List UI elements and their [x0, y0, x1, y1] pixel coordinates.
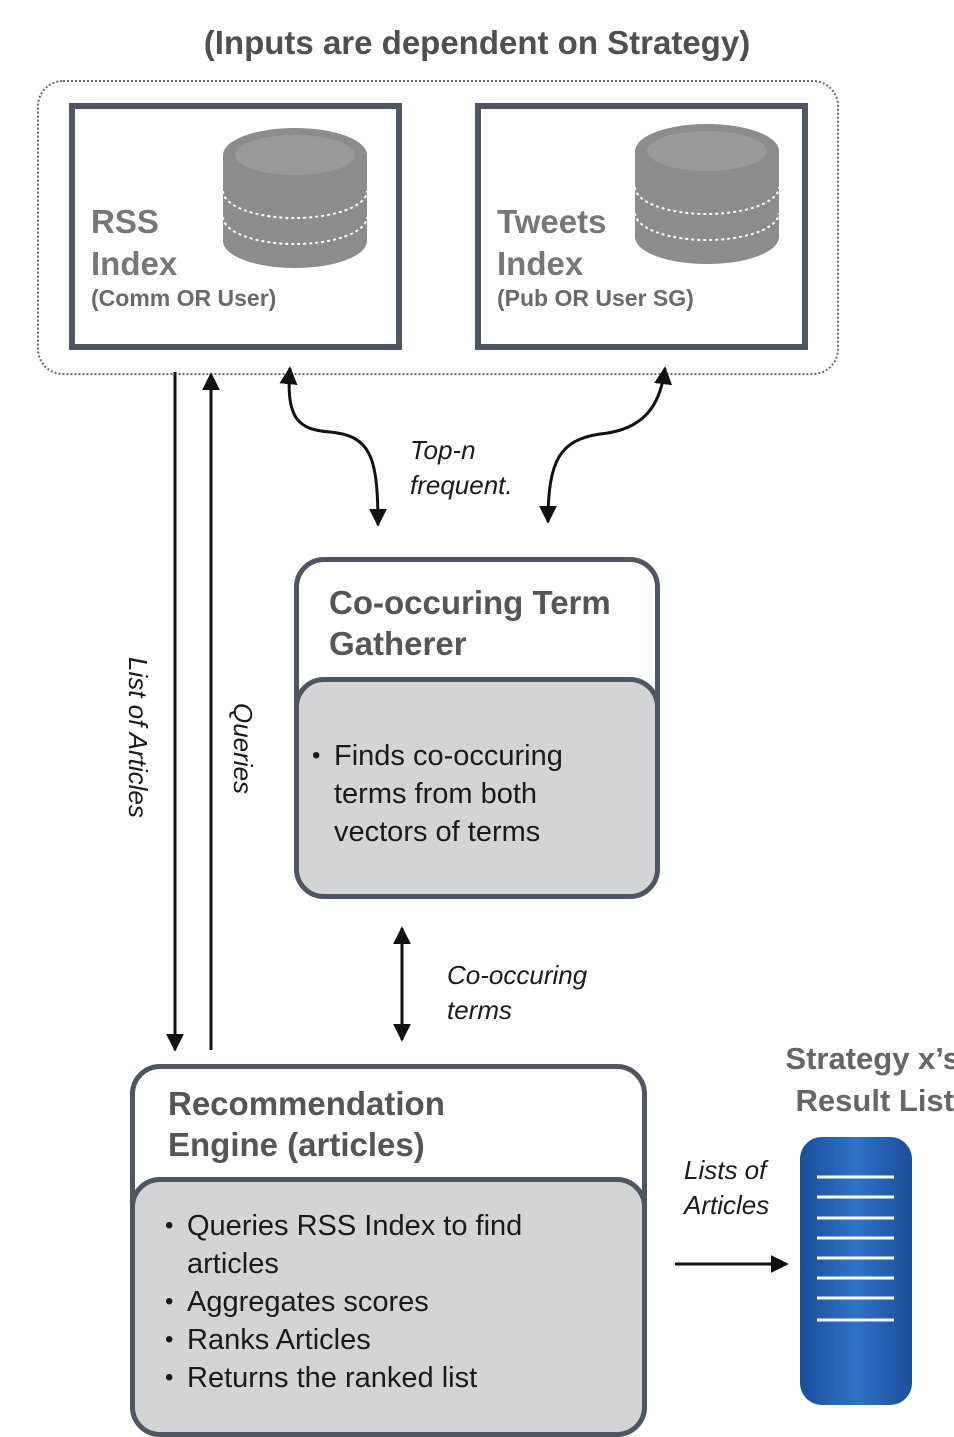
inputs-header: (Inputs are dependent on Strategy) — [203, 24, 751, 61]
result-title-line1: Strategy x’s — [785, 1041, 954, 1076]
rss-index-subtitle: (Comm OR User) — [91, 285, 277, 311]
term-gatherer-details: Finds co-occuring terms from both vector… — [294, 677, 660, 899]
result-title-line2: Result List — [795, 1083, 954, 1118]
engine-title-line1: Recommendation — [168, 1085, 445, 1122]
term-gatherer-box: Co-occuring Term Gatherer Finds co-occur… — [294, 557, 660, 899]
inputs-group-frame — [37, 80, 839, 375]
tweets-index-subtitle: (Pub OR User SG) — [497, 285, 694, 311]
tweets-index-title-line2: Index — [497, 245, 584, 282]
co-occuring-label-line1: Co-occuring — [447, 960, 588, 990]
lists-of-label-line2: Articles — [684, 1190, 770, 1220]
recommendation-engine-box: Recommendation Engine (articles) Queries… — [130, 1064, 647, 1437]
lists-of-articles-label: Lists of Articles — [684, 1153, 769, 1223]
queries-label: Queries — [228, 703, 258, 795]
co-occuring-terms-label: Co-occuring terms — [447, 958, 587, 1028]
engine-bullet: Queries RSS Index to find articles — [165, 1207, 585, 1283]
tweets-index-title-line1: Tweets — [497, 203, 607, 240]
engine-bullet: Aggregates scores — [165, 1283, 585, 1321]
top-n-label: Top-n frequent. — [410, 433, 513, 503]
engine-bullet: Returns the ranked list — [165, 1359, 585, 1397]
engine-bullet: Ranks Articles — [165, 1321, 585, 1359]
term-gatherer-bullet: Finds co-occuring terms from both vector… — [312, 737, 612, 851]
top-n-left-arrow — [279, 366, 387, 527]
result-list-title: Strategy x’s Result List — [754, 1038, 954, 1122]
rss-index-box: RSS Index (Comm OR User) — [69, 103, 402, 350]
term-gatherer-title-line1: Co-occuring Term — [329, 584, 611, 621]
engine-title-line2: Engine (articles) — [168, 1126, 425, 1163]
tweets-index-box: Tweets Index (Pub OR User SG) — [475, 103, 808, 350]
term-gatherer-title-line2: Gatherer — [329, 625, 467, 662]
co-occuring-label-line2: terms — [447, 995, 512, 1025]
top-n-right-arrow — [539, 366, 673, 524]
engine-details: Queries RSS Index to find articles Aggre… — [130, 1177, 647, 1437]
lists-of-label-line1: Lists of — [684, 1155, 767, 1185]
top-n-label-line1: Top-n — [410, 435, 476, 465]
rss-index-title-line2: Index — [91, 245, 178, 282]
rss-index-title-line1: RSS — [91, 203, 159, 240]
list-of-articles-label: List of Articles — [123, 657, 153, 818]
database-icon — [634, 124, 780, 264]
connector-arrows — [166, 366, 789, 1273]
top-n-label-line2: frequent. — [410, 470, 513, 500]
database-icon — [222, 128, 368, 268]
result-list-document-icon — [800, 1137, 912, 1405]
